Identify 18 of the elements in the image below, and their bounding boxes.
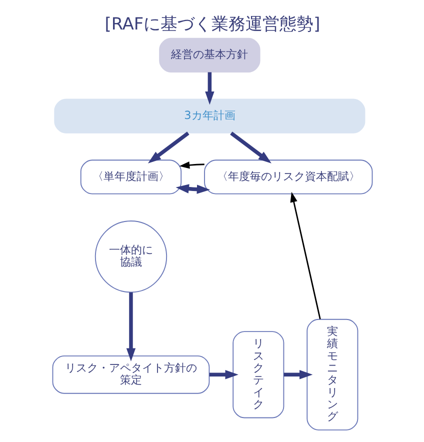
node-box: 実績モニタリング bbox=[306, 318, 358, 430]
arrow bbox=[147, 132, 189, 164]
node-box: 経営の基本方針 bbox=[158, 38, 260, 72]
arrow bbox=[178, 162, 204, 169]
node-circle: 一体的に協議 bbox=[94, 220, 167, 293]
arrow bbox=[175, 184, 210, 194]
arrow bbox=[230, 132, 271, 164]
arrow bbox=[126, 292, 136, 362]
node-box: リスクテイク bbox=[232, 331, 284, 418]
diagram-title: [RAFに基づく業務運営態勢] bbox=[104, 13, 320, 34]
arrow bbox=[208, 370, 238, 380]
node-box: 3カ年計画 bbox=[54, 98, 365, 134]
node-box: 〈年度毎のリスク資本配賦〉 bbox=[204, 160, 372, 194]
arrow bbox=[290, 192, 320, 320]
arrow bbox=[283, 370, 312, 380]
node-box: 〈単年度計画〉 bbox=[80, 160, 182, 194]
node-box: リスク・アペタイト方針の策定 bbox=[52, 355, 210, 394]
arrow bbox=[204, 72, 214, 105]
